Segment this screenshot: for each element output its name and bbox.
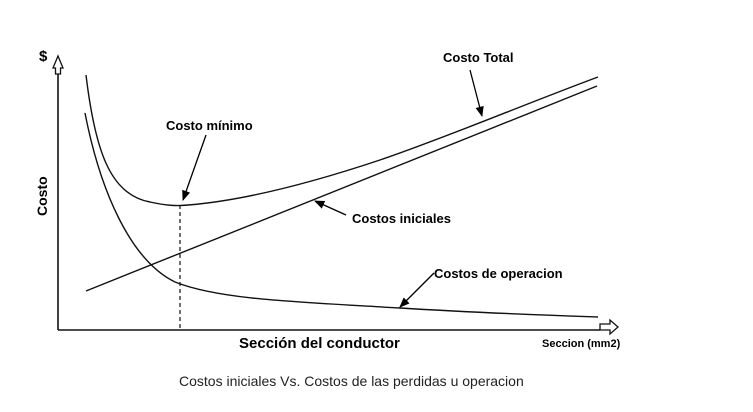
- y-axis-label: Costo: [34, 176, 50, 216]
- initial-cost-pointer: [314, 200, 347, 216]
- figure-caption: Costos iniciales Vs. Costos de las perdi…: [179, 373, 524, 389]
- minimum-cost-pointer: [182, 134, 207, 201]
- total-cost-label: Costo Total: [443, 50, 514, 65]
- operation-cost-label: Costos de operacion: [434, 266, 563, 281]
- minimum-cost-label: Costo mínimo: [166, 118, 253, 133]
- total-cost-pointer: [469, 69, 484, 118]
- total-cost-curve: [85, 74, 599, 207]
- initial-cost-label: Costos iniciales: [352, 211, 451, 226]
- y-axis-symbol: $: [39, 48, 48, 65]
- operation-cost-pointer: [399, 272, 435, 308]
- initial-cost-line: [85, 85, 598, 292]
- operation-cost-curve: [84, 112, 599, 318]
- y-axis-arrow-icon: [52, 54, 64, 75]
- x-axis-label: Sección del conductor: [239, 335, 400, 352]
- x-axis-arrow-icon: [599, 318, 619, 336]
- x-unit-label: Seccion (mm2): [542, 338, 621, 350]
